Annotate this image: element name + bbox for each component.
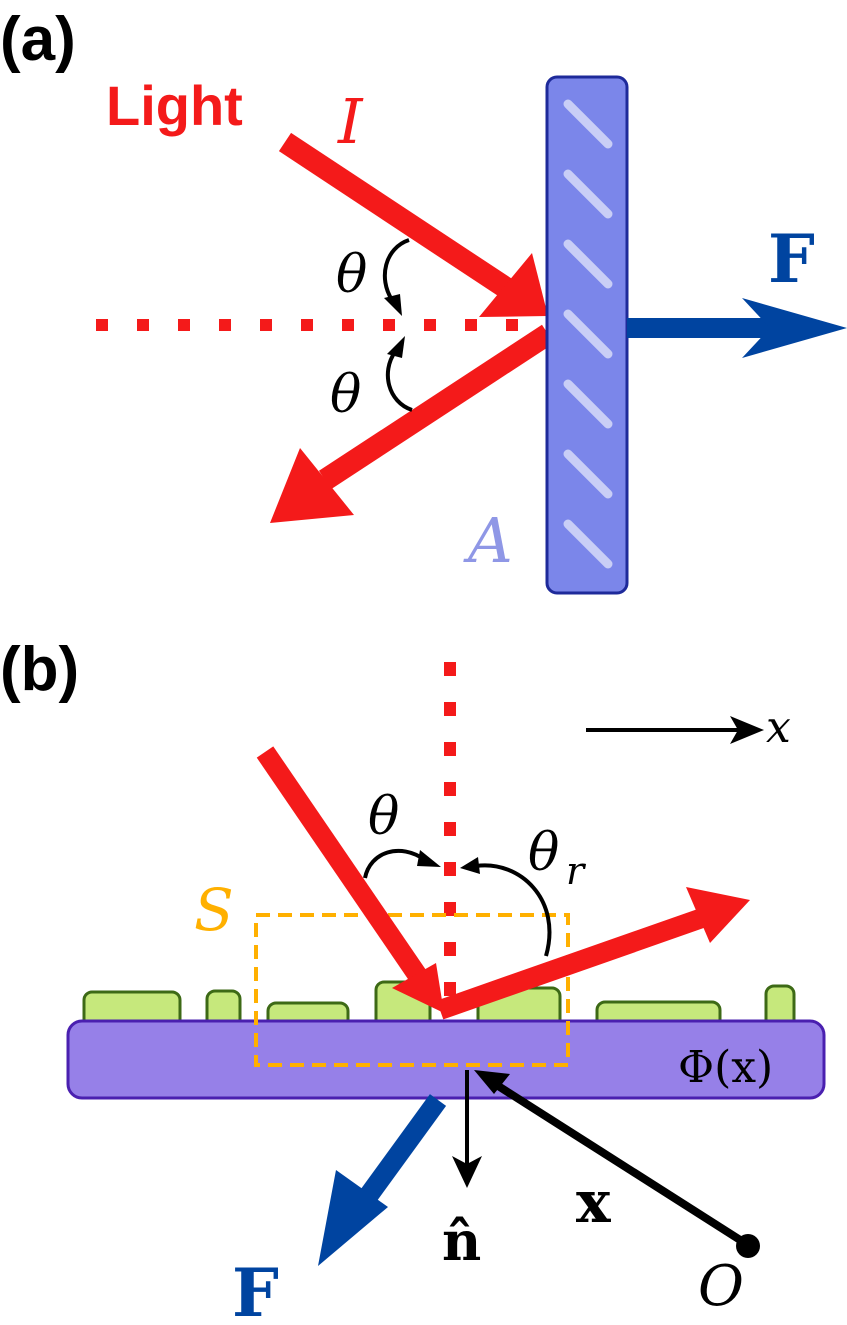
light-label: Light — [106, 74, 243, 137]
normal-vector-label: n̂ — [442, 1209, 481, 1273]
x-axis-arrow — [586, 716, 764, 744]
incident-beam-arrow-b — [256, 746, 444, 1013]
x-axis-label: x — [766, 702, 791, 753]
panel-a: (a) Light I θ θ — [0, 5, 847, 595]
theta-incident-label: θ — [336, 245, 367, 305]
reflected-beam-arrow — [270, 324, 555, 523]
incident-beam-arrow — [278, 132, 548, 317]
theta-r-label: θ r — [528, 823, 587, 893]
origin-label: O — [698, 1254, 744, 1319]
surface-box — [254, 913, 570, 1067]
panel-b: (b) x Φ(x) S — [0, 635, 826, 1325]
force-arrow-a — [627, 298, 847, 358]
normal-vector-arrow — [452, 1070, 482, 1188]
force-arrow-b — [318, 1094, 447, 1266]
phase-profile-label: Φ(x) — [678, 1042, 773, 1093]
angle-arc-theta-r — [460, 857, 552, 957]
theta-label-b: θ — [368, 787, 399, 847]
panel-b-label: (b) — [0, 635, 79, 704]
surface-label: S — [194, 876, 234, 944]
area-label: A — [463, 504, 513, 577]
position-vector-arrow — [474, 1070, 751, 1249]
angle-arc-incident — [382, 238, 410, 316]
origin-point — [736, 1234, 760, 1258]
panel-a-label: (a) — [0, 5, 76, 74]
mirror-plate — [545, 75, 629, 595]
intensity-label: I — [337, 85, 364, 158]
angle-arc-theta — [363, 849, 441, 879]
force-label-a: F — [768, 220, 815, 298]
angle-arc-reflected — [385, 336, 413, 412]
force-label-b: F — [232, 1254, 279, 1325]
theta-reflected-label: θ — [330, 365, 361, 425]
theta-r-main: θ — [528, 823, 559, 883]
theta-r-subscript: r — [566, 849, 587, 893]
reflected-beam-arrow-b — [436, 887, 750, 1020]
position-vector-label: x — [576, 1168, 611, 1236]
